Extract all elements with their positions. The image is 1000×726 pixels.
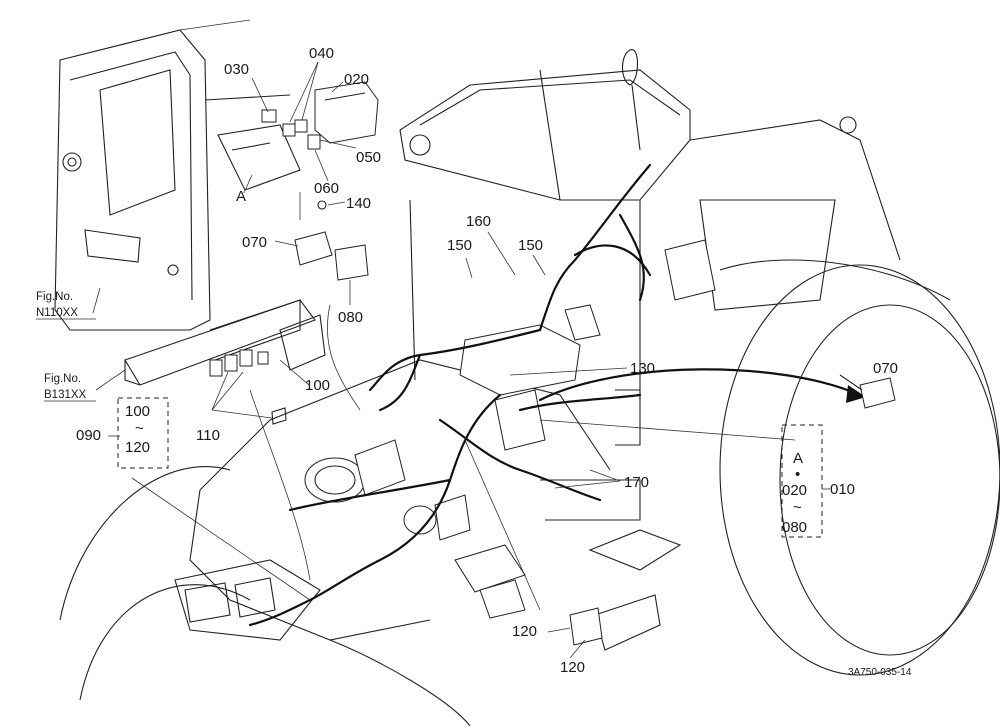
part-labels: 030 040 020 050 060 140 070 080 A 150 16… [76,45,898,676]
label-100-mid: 100 [305,377,330,394]
label-150-left: 150 [447,237,472,254]
label-090: 090 [76,427,101,444]
label-070-top: 070 [242,234,267,251]
group-bracket-090 [117,397,169,469]
console-drawing [459,239,716,451]
label-020-range: 020 [782,482,807,499]
fig-ref-2-code: B131XX [44,389,87,401]
label-tilde-right: ~ [793,499,802,516]
label-A-top: A [236,188,246,205]
label-070-right: 070 [873,360,898,377]
fig-ref-2-title: Fig.No. [44,373,81,385]
label-050: 050 [356,149,381,166]
label-010: 010 [830,481,855,498]
label-060: 060 [314,180,339,197]
label-120-b: 120 [560,659,585,676]
relay-plate-drawing [124,299,326,425]
wiring-harness [248,163,652,627]
label-110: 110 [196,427,220,444]
rear-wheel-drawing [719,259,1000,676]
label-150-right: 150 [518,237,543,254]
label-120-range: 120 [125,439,150,456]
label-080-range: 080 [782,519,807,536]
fig-ref-1-code: N110XX [36,307,78,319]
left-panel-drawing [54,19,301,361]
label-160: 160 [466,213,491,230]
drawing-code: 3A750-035-14 [848,667,912,678]
label-020: 020 [344,71,369,88]
label-030: 030 [224,61,249,78]
label-040: 040 [309,45,334,62]
label-dot-right: • [795,466,800,483]
label-080-top: 080 [338,309,363,326]
label-130: 130 [630,360,655,377]
label-tilde-left: ~ [135,420,144,437]
leader-lines [92,61,796,659]
group-bracket-010 [781,424,823,538]
label-A-right: A [793,450,803,467]
label-100-range: 100 [125,403,150,420]
engine-components-drawing [304,439,603,646]
connector-070-right [839,374,896,409]
label-170: 170 [624,474,649,491]
label-120-a: 120 [512,623,537,640]
fig-ref-1-title: Fig.No. [36,291,73,303]
label-140: 140 [346,195,371,212]
fig-ref-b131xx: Fig.No. B131XX [44,373,96,402]
arrow-to-070 [538,368,862,402]
connector-parts-top [261,81,379,281]
hood-drawing [59,359,611,726]
fig-ref-n110xx: Fig.No. N110XX [36,291,96,320]
